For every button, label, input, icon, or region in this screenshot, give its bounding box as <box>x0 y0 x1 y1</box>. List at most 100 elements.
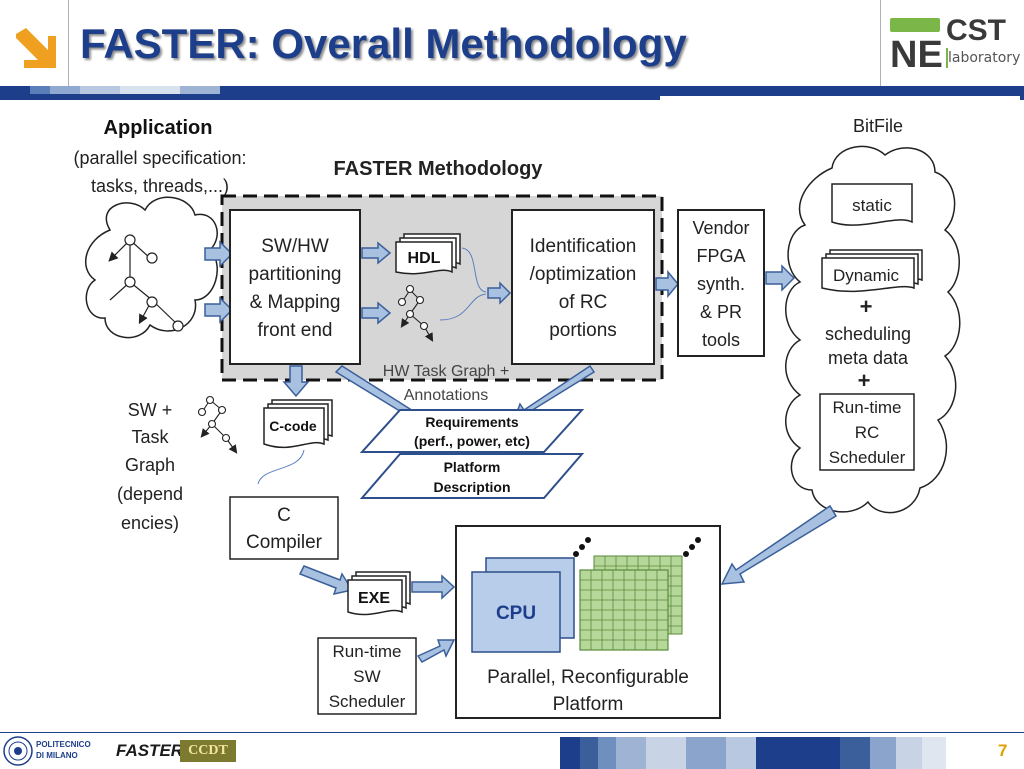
slide-title: FASTER: Overall Methodology <box>80 20 687 67</box>
sw-scheduler-to-platform-arrow <box>416 639 456 663</box>
rc-scheduler-line-3: Scheduler <box>829 448 906 467</box>
methodology-title: FASTER Methodology <box>334 158 544 180</box>
to-identification-arrow <box>487 281 512 305</box>
partitioning-line-4: front end <box>258 320 333 341</box>
sw-task-line-4: (depend <box>117 484 183 504</box>
app-to-partitioning-arrow-2 <box>204 296 234 324</box>
necst-logo-ne: NE <box>890 34 943 76</box>
dynamic-label: Dynamic <box>833 266 900 285</box>
plus-sign-1: + <box>860 294 873 319</box>
sw-task-line-3: Graph <box>125 455 175 475</box>
exe-label: EXE <box>358 590 390 607</box>
compiler-to-exe-arrow <box>298 565 354 596</box>
header-color-band <box>0 86 1024 100</box>
vendor-to-bitfile-arrow <box>765 264 796 292</box>
sw-task-graph-icon <box>197 395 238 454</box>
vendor-box <box>677 209 765 357</box>
requirements-shape <box>359 409 585 453</box>
page-number: 7 <box>998 741 1008 760</box>
necst-logo-bar-vertical <box>946 48 948 68</box>
bitfile-to-platform-arrow <box>720 504 838 585</box>
scheduling-line-2: meta data <box>828 348 909 368</box>
header-divider-right <box>880 0 881 86</box>
plus-sign-2: + <box>858 368 871 393</box>
identification-line-1: Identification <box>530 236 637 257</box>
graph-connector-curve <box>439 293 487 321</box>
faster-logo: FASTER <box>116 741 184 760</box>
polimi-line-1: POLITECNICO <box>36 740 91 749</box>
vendor-line-2: FPGA <box>696 246 745 266</box>
hdl-label: HDL <box>408 250 441 267</box>
polimi-logo-text: POLITECNICO DI MILANO <box>36 739 91 761</box>
application-desc-1: (parallel specification: <box>73 148 246 168</box>
sw-scheduler-line-1: Run-time <box>333 642 402 661</box>
polimi-line-2: DI MILANO <box>36 751 78 760</box>
identification-box <box>511 209 655 365</box>
application-title: Application <box>104 117 213 139</box>
necst-logo-lab: laboratory <box>948 50 1021 66</box>
fpga-grid-front <box>579 569 669 651</box>
necst-logo-bar <box>890 18 940 32</box>
footer-color-band <box>560 737 970 769</box>
application-cloud <box>85 196 218 339</box>
partitioning-line-2: partitioning <box>249 264 342 285</box>
hw-task-graph-label-2: Annotations <box>404 387 489 404</box>
necst-logo-cst: CST <box>946 14 1006 47</box>
requirements-line-1: Requirements <box>425 414 519 430</box>
orange-arrow-icon <box>12 24 60 72</box>
static-label: static <box>852 196 892 215</box>
partitioning-to-ccode-arrow <box>282 365 310 398</box>
slide-header: FASTER: Overall Methodology NE CST labor… <box>0 0 1024 92</box>
scheduling-line-1: scheduling <box>825 324 911 344</box>
static-document <box>831 183 913 226</box>
c-compiler-line-1: C <box>277 505 291 526</box>
partitioning-box <box>229 209 361 365</box>
bitfile-label: BitFile <box>853 116 903 136</box>
sw-scheduler-box <box>317 637 417 715</box>
hdl-connector-curve <box>461 247 487 293</box>
identification-line-3: of RC <box>559 292 608 313</box>
vendor-line-1: Vendor <box>692 218 749 238</box>
platform-line-2: Platform <box>553 694 624 715</box>
application-desc-2: tasks, threads,...) <box>91 176 229 196</box>
cpu-front <box>471 571 561 653</box>
header-divider-left <box>68 0 69 86</box>
sw-task-line-2: Task <box>131 427 169 447</box>
c-compiler-line-2: Compiler <box>246 532 323 553</box>
exe-document <box>347 571 411 616</box>
hw-task-graph-icon <box>397 284 434 342</box>
platform-line-1: Parallel, Reconfigurable <box>487 667 689 688</box>
rc-scheduler-line-2: RC <box>855 423 880 442</box>
exe-to-platform-arrow <box>411 574 456 600</box>
rc-scheduler-line-1: Run-time <box>833 398 902 417</box>
identification-line-4: portions <box>549 320 617 341</box>
partitioning-to-hdl-arrow <box>361 241 392 265</box>
platform-description-line-1: Platform <box>444 459 501 475</box>
rc-scheduler-box <box>819 393 915 471</box>
partitioning-to-hwgraph-arrow <box>361 301 392 325</box>
platform-description-line-2: Description <box>433 479 510 495</box>
vendor-line-5: tools <box>702 330 740 350</box>
dynamic-document <box>821 249 923 293</box>
identification-to-vendor-arrow <box>655 269 679 299</box>
c-code-document <box>263 399 333 449</box>
sw-scheduler-line-3: Scheduler <box>329 692 406 711</box>
platform-description-shape <box>359 453 585 499</box>
identification-line-2: /optimization <box>530 264 637 285</box>
c-compiler-box <box>229 496 339 560</box>
hdl-document <box>395 233 461 275</box>
sw-task-line-5: encies) <box>121 513 179 533</box>
methodology-diagram: Application (parallel specification: tas… <box>73 116 961 719</box>
ccode-connector-curve <box>257 449 305 485</box>
app-to-partitioning-arrow-1 <box>204 240 234 268</box>
requirements-line-2: (perf., power, etc) <box>414 433 530 449</box>
sw-scheduler-line-2: SW <box>353 667 380 686</box>
c-code-label: C-code <box>269 418 317 434</box>
partitioning-line-1: SW/HW <box>261 236 329 257</box>
ccdt-logo: CCDT <box>180 740 236 762</box>
partitioning-line-3: & Mapping <box>250 292 341 313</box>
vendor-line-4: & PR <box>700 302 742 322</box>
slide-footer: POLITECNICO DI MILANO FASTER CCDT 7 <box>0 732 1024 769</box>
cpu-label: CPU <box>496 603 536 624</box>
hw-task-graph-label-1: HW Task Graph + <box>383 363 509 380</box>
